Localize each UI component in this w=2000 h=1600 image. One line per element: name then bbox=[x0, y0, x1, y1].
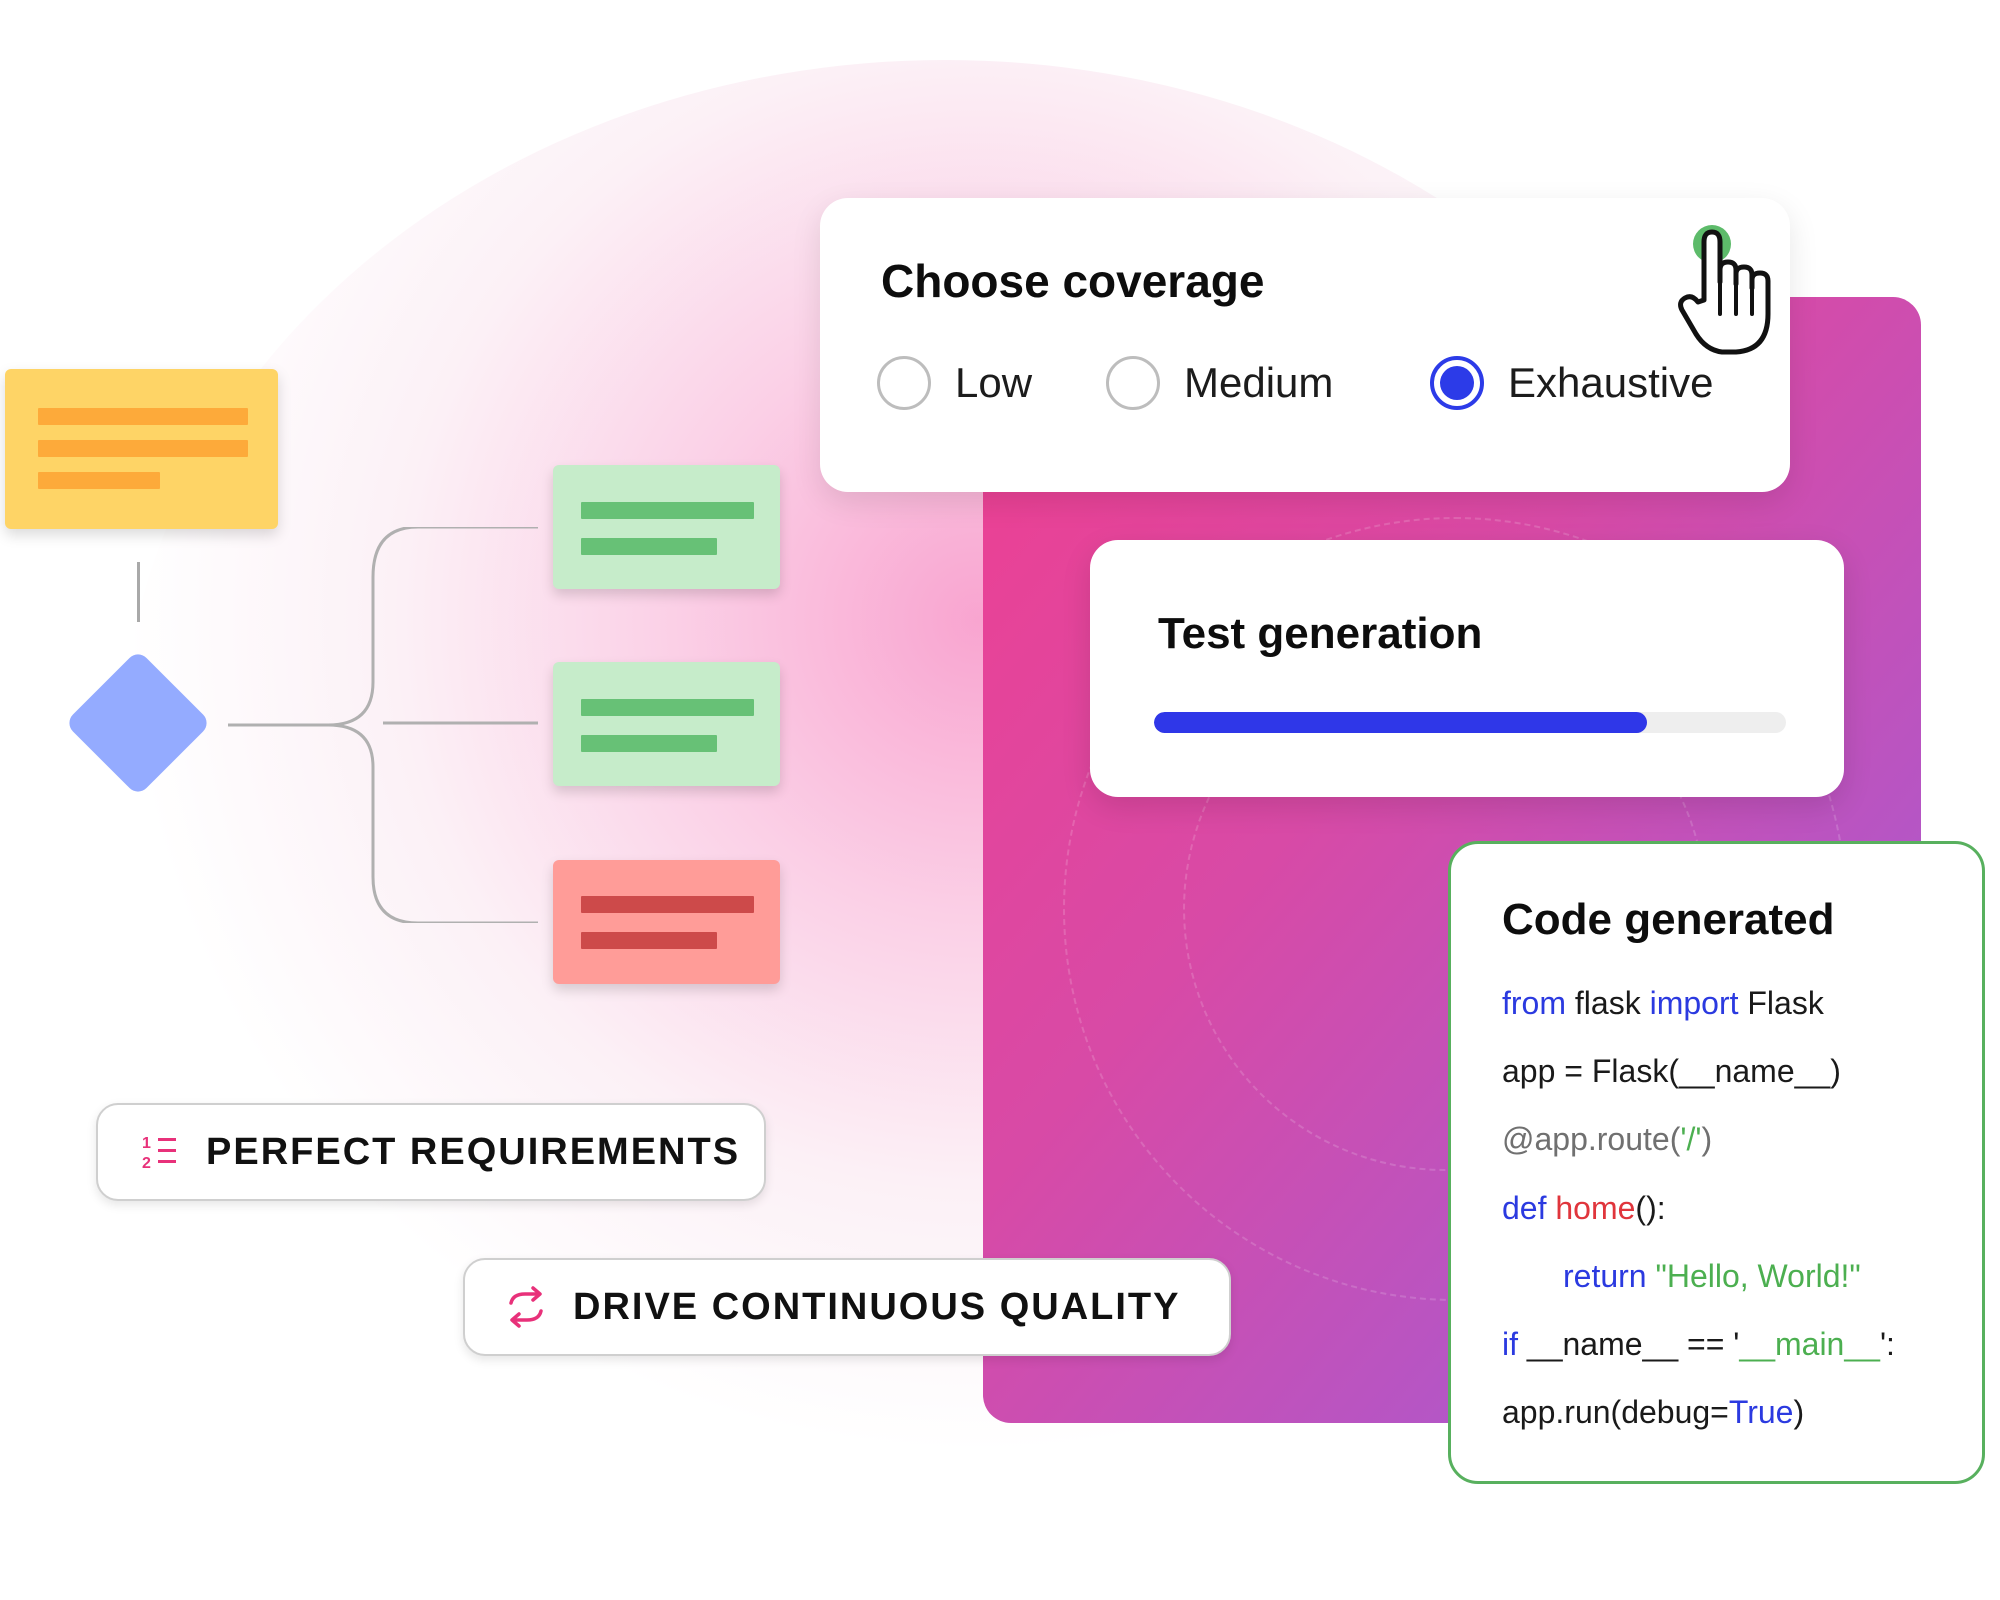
numbered-list-icon: 1 2 bbox=[142, 1135, 176, 1172]
code-token: flask bbox=[1566, 985, 1650, 1021]
code-token: True bbox=[1728, 1394, 1794, 1430]
test-generation-title: Test generation bbox=[1158, 609, 1483, 658]
radio-button-selected[interactable] bbox=[1430, 356, 1484, 410]
test-case-card-fail bbox=[553, 860, 780, 984]
code-line: from flask import Flask bbox=[1502, 985, 1824, 1022]
card-line bbox=[581, 896, 754, 913]
code-token: app.run(debug= bbox=[1502, 1394, 1729, 1430]
code-token: def bbox=[1502, 1190, 1547, 1226]
code-token: from bbox=[1502, 985, 1566, 1021]
code-token: __main__ bbox=[1739, 1326, 1880, 1362]
test-case-card-pass bbox=[553, 465, 780, 589]
radio-option-low[interactable]: Low bbox=[877, 356, 1032, 410]
code-token: ) bbox=[1793, 1394, 1805, 1430]
code-line: app.run(debug=True) bbox=[1502, 1394, 1804, 1431]
radio-label: Exhaustive bbox=[1508, 359, 1714, 406]
pill-label: PERFECT REQUIREMENTS bbox=[206, 1130, 741, 1173]
code-line: return "Hello, World!" bbox=[1563, 1258, 1861, 1295]
pill-label: DRIVE CONTINUOUS QUALITY bbox=[573, 1285, 1181, 1328]
code-token: __name__ == ' bbox=[1518, 1326, 1740, 1362]
note-line bbox=[38, 440, 248, 457]
radio-label: Low bbox=[955, 359, 1033, 406]
svg-text:2: 2 bbox=[142, 1155, 151, 1172]
note-line bbox=[38, 472, 160, 489]
code-token: Flask bbox=[1738, 985, 1824, 1021]
note-line bbox=[38, 408, 248, 425]
radio-option-exhaustive[interactable]: Exhaustive bbox=[1430, 356, 1713, 410]
code-token: if bbox=[1502, 1326, 1518, 1362]
card-line bbox=[581, 538, 717, 555]
sync-arrows-icon bbox=[509, 1286, 543, 1328]
radio-button[interactable] bbox=[877, 356, 931, 410]
code-token: home bbox=[1555, 1190, 1636, 1226]
code-generated-title: Code generated bbox=[1502, 895, 1835, 944]
flow-connector bbox=[137, 562, 140, 622]
coverage-card bbox=[820, 198, 1790, 492]
code-token: import bbox=[1649, 985, 1739, 1021]
code-token: ) bbox=[1701, 1121, 1713, 1157]
code-line: def home(): bbox=[1502, 1190, 1666, 1227]
flow-branches bbox=[228, 527, 538, 923]
radio-option-medium[interactable]: Medium bbox=[1106, 356, 1333, 410]
test-generation-progress bbox=[1154, 712, 1786, 733]
perfect-requirements-pill: 1 2 PERFECT REQUIREMENTS bbox=[96, 1103, 766, 1201]
test-case-card-pass bbox=[553, 662, 780, 786]
continuous-quality-pill: DRIVE CONTINUOUS QUALITY bbox=[463, 1258, 1231, 1356]
code-generated-card bbox=[1448, 841, 1985, 1484]
code-token: app = Flask(__name__) bbox=[1502, 1053, 1841, 1089]
code-token: (): bbox=[1635, 1190, 1666, 1226]
code-token: ': bbox=[1879, 1326, 1895, 1362]
radio-label: Medium bbox=[1184, 359, 1334, 406]
progress-fill bbox=[1154, 712, 1647, 733]
coverage-title: Choose coverage bbox=[881, 255, 1265, 307]
card-line bbox=[581, 502, 754, 519]
card-line bbox=[581, 932, 717, 949]
code-line: if __name__ == '__main__': bbox=[1502, 1326, 1895, 1363]
code-token: '/' bbox=[1680, 1121, 1702, 1157]
card-line bbox=[581, 735, 717, 752]
code-line: app = Flask(__name__) bbox=[1502, 1053, 1841, 1090]
code-line: @app.route('/') bbox=[1502, 1121, 1712, 1158]
code-token: @app.route( bbox=[1502, 1121, 1681, 1157]
svg-text:1: 1 bbox=[142, 1135, 151, 1152]
code-token: return bbox=[1563, 1258, 1647, 1294]
hand-pointer-icon bbox=[1678, 225, 1771, 355]
radio-button[interactable] bbox=[1106, 356, 1160, 410]
test-generation-card bbox=[1090, 540, 1844, 797]
card-line bbox=[581, 699, 754, 716]
code-token: "Hello, World!" bbox=[1655, 1258, 1861, 1294]
requirement-note bbox=[5, 369, 278, 529]
